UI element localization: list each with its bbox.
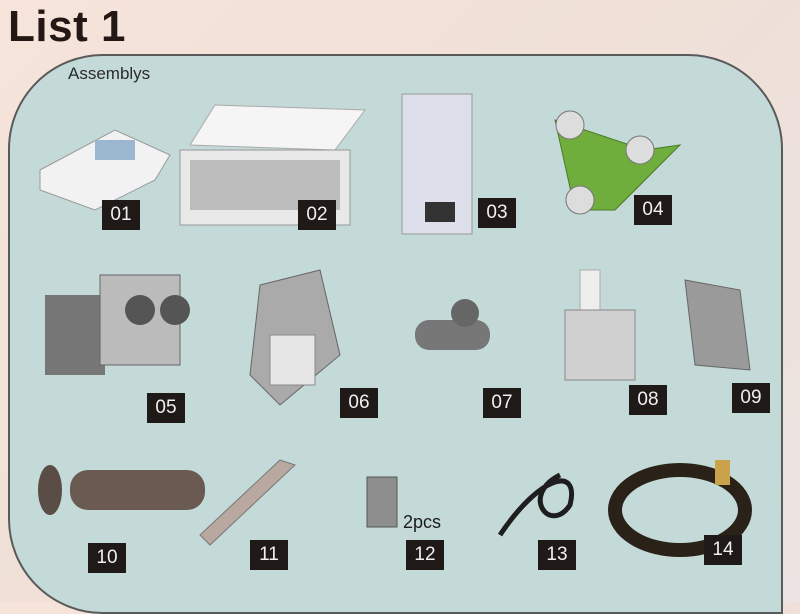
- part-06-image: [249, 269, 341, 406]
- item-label-01: 01: [102, 200, 140, 230]
- part-03-image: [401, 93, 473, 235]
- item-label-11: 11: [250, 540, 288, 570]
- item-label-08: 08: [629, 385, 667, 415]
- part-05-image: [45, 274, 190, 375]
- part-09-image: [684, 279, 751, 371]
- part-13-image: [497, 472, 574, 537]
- page-title: List 1: [8, 2, 126, 51]
- item-label-09: 09: [732, 383, 770, 413]
- part-12-image: [366, 476, 398, 528]
- item-label-07: 07: [483, 388, 521, 418]
- part-04-image: [554, 110, 682, 215]
- item-note-12: 2pcs: [403, 512, 442, 532]
- part-02-image: [179, 104, 366, 226]
- item-label-03: 03: [478, 198, 516, 228]
- section-subtitle: Assemblys: [68, 64, 151, 83]
- item-label-02: 02: [298, 200, 336, 230]
- item-label-12: 12: [406, 540, 444, 570]
- part-08-image: [564, 269, 636, 381]
- part-14-image: [608, 460, 752, 557]
- part-10-image: [38, 465, 205, 515]
- part-07-image: [415, 299, 490, 350]
- item-label-10: 10: [88, 543, 126, 573]
- part-01-image: [39, 129, 171, 211]
- item-label-06: 06: [340, 388, 378, 418]
- item-label-04: 04: [634, 195, 672, 225]
- item-label-05: 05: [147, 393, 185, 423]
- part-11-image: [199, 459, 296, 546]
- item-label-13: 13: [538, 540, 576, 570]
- item-label-14: 14: [704, 535, 742, 565]
